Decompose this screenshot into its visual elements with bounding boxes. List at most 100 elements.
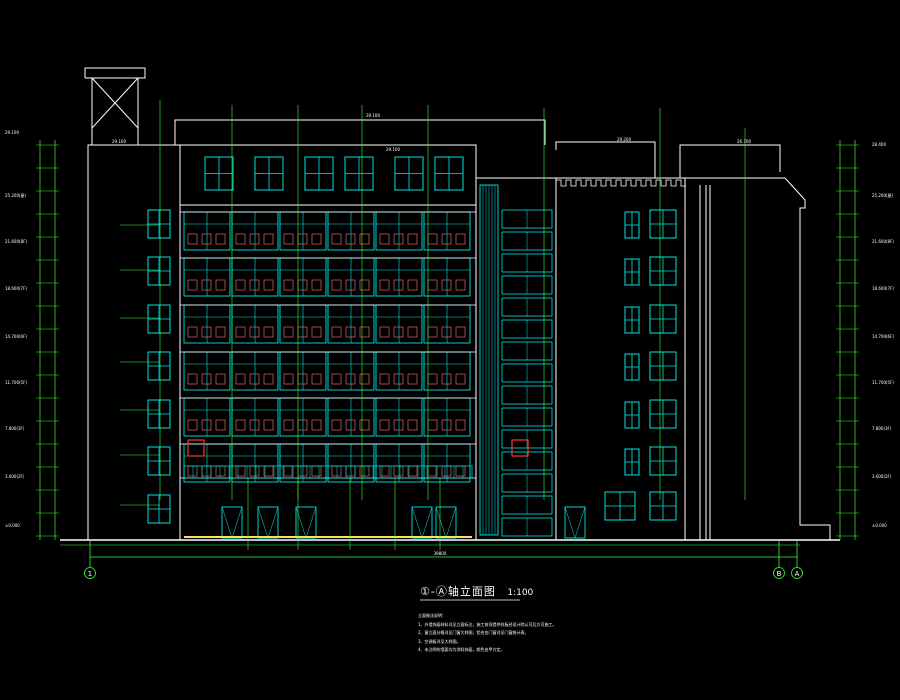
railing-box <box>379 279 390 291</box>
elev-right-5: 11.700(5F) <box>872 380 894 385</box>
railing-box <box>215 279 226 291</box>
elev-right-6: 7.800(3F) <box>872 426 892 431</box>
railing-box <box>455 373 466 385</box>
railing-box <box>187 373 198 385</box>
construction-notes: 立面做法说明： 1、外墙饰面材料详见立面标注，施工前须提供样板经设计院认可后方可… <box>418 612 618 655</box>
elev-left-0: 29.100 <box>5 130 19 135</box>
glass-curtain-wall <box>479 184 553 537</box>
railing-box <box>235 279 246 291</box>
railing-box <box>263 419 274 431</box>
door-swing <box>564 506 576 539</box>
drawing-title-block: ①-Ⓐ轴立面图 1:100 <box>420 582 620 602</box>
railing-box <box>283 279 294 291</box>
top-level-4: 26.700 <box>737 139 751 144</box>
parapet-crenellation <box>555 179 686 187</box>
railing-box <box>393 326 404 338</box>
railing-box <box>215 419 226 431</box>
railing-box <box>441 326 452 338</box>
elev-right-0: 28.400 <box>872 142 886 147</box>
railing-box <box>455 233 466 245</box>
railing-box <box>393 419 404 431</box>
top-level-labels: 29.100 29.100 29.100 29.200 26.700 <box>112 113 751 152</box>
railing-box <box>201 233 212 245</box>
elev-left-1: 25.200(屋) <box>5 192 27 198</box>
railing-box <box>345 419 356 431</box>
railing-box <box>441 373 452 385</box>
railing-box <box>263 233 274 245</box>
railing-box <box>249 326 260 338</box>
door-swing <box>231 506 243 539</box>
elev-right-1: 25.200(屋) <box>872 192 894 198</box>
elev-right-2: 21.600(8F) <box>872 239 894 244</box>
railing-box <box>379 326 390 338</box>
railing-box <box>407 326 418 338</box>
door-swing <box>221 506 233 539</box>
red-detail-markers <box>187 439 529 457</box>
railing-box <box>345 279 356 291</box>
door-swing <box>295 506 307 539</box>
railing-box <box>455 279 466 291</box>
railing-box <box>235 419 246 431</box>
railing-box <box>359 373 370 385</box>
railing-box <box>455 419 466 431</box>
railing-box <box>249 279 260 291</box>
railing-box <box>345 373 356 385</box>
railing-box <box>187 279 198 291</box>
railing-box <box>201 373 212 385</box>
axis-bubble-1 <box>84 567 96 579</box>
building-outline <box>60 67 840 541</box>
notes-heading: 立面做法说明： <box>418 613 446 618</box>
drawing-title: ①-Ⓐ轴立面图 <box>420 585 496 598</box>
elev-right-8: ±0.000 <box>872 523 887 528</box>
entrance-doors <box>184 506 586 539</box>
railing-box <box>201 419 212 431</box>
door-swing <box>411 506 423 539</box>
window-group <box>147 156 677 524</box>
railing-box <box>393 233 404 245</box>
left-elevation-labels: 29.100 25.200(屋) 21.600(8F) 18.600(7F) 1… <box>5 130 27 528</box>
elev-left-7: 3.600(2F) <box>5 474 25 479</box>
red-marker-right <box>511 439 529 457</box>
railing-box <box>283 419 294 431</box>
railing-box <box>345 326 356 338</box>
door-swing <box>267 506 279 539</box>
railing-box <box>235 326 246 338</box>
dimension-lines <box>36 140 859 546</box>
railing-box <box>407 233 418 245</box>
railing-box <box>407 279 418 291</box>
railing-box <box>407 419 418 431</box>
grid-axes: 1 B A 39800 <box>84 540 803 579</box>
top-level-1: 29.100 <box>366 113 380 118</box>
railing-box <box>441 419 452 431</box>
note-line: 2、窗立面分格详见门窗大样图，铝合金门窗详见门窗统计表。 <box>418 630 529 635</box>
elev-right-7: 3.600(2F) <box>872 474 892 479</box>
railing-box <box>249 419 260 431</box>
elev-left-2: 21.600(8F) <box>5 239 27 244</box>
door-swing <box>574 506 586 539</box>
note-line: 1、外墙饰面材料详见立面标注，施工前须提供样板经设计院认可后方可施工。 <box>418 621 557 627</box>
railing-box <box>215 326 226 338</box>
elev-left-8: ±0.000 <box>5 523 20 528</box>
railing-box <box>379 373 390 385</box>
railing-box <box>345 233 356 245</box>
door-swing <box>435 506 447 539</box>
drawing-scale: 1:100 <box>507 588 534 598</box>
railing-box <box>331 279 342 291</box>
elev-left-5: 11.700(5F) <box>5 380 27 385</box>
railing-box <box>311 279 322 291</box>
railing-box <box>359 279 370 291</box>
railing-box <box>201 326 212 338</box>
railing-box <box>359 419 370 431</box>
railing-box <box>283 233 294 245</box>
railing-box <box>283 326 294 338</box>
railing-box <box>379 233 390 245</box>
railing-box <box>331 233 342 245</box>
axis-label-b: B <box>777 570 782 578</box>
elev-right-3: 18.600(7F) <box>872 286 894 291</box>
parapet-path <box>555 179 686 187</box>
railing-box <box>235 373 246 385</box>
elev-left-3: 18.600(7F) <box>5 286 27 291</box>
railing-box <box>455 326 466 338</box>
door-swing <box>445 506 457 539</box>
